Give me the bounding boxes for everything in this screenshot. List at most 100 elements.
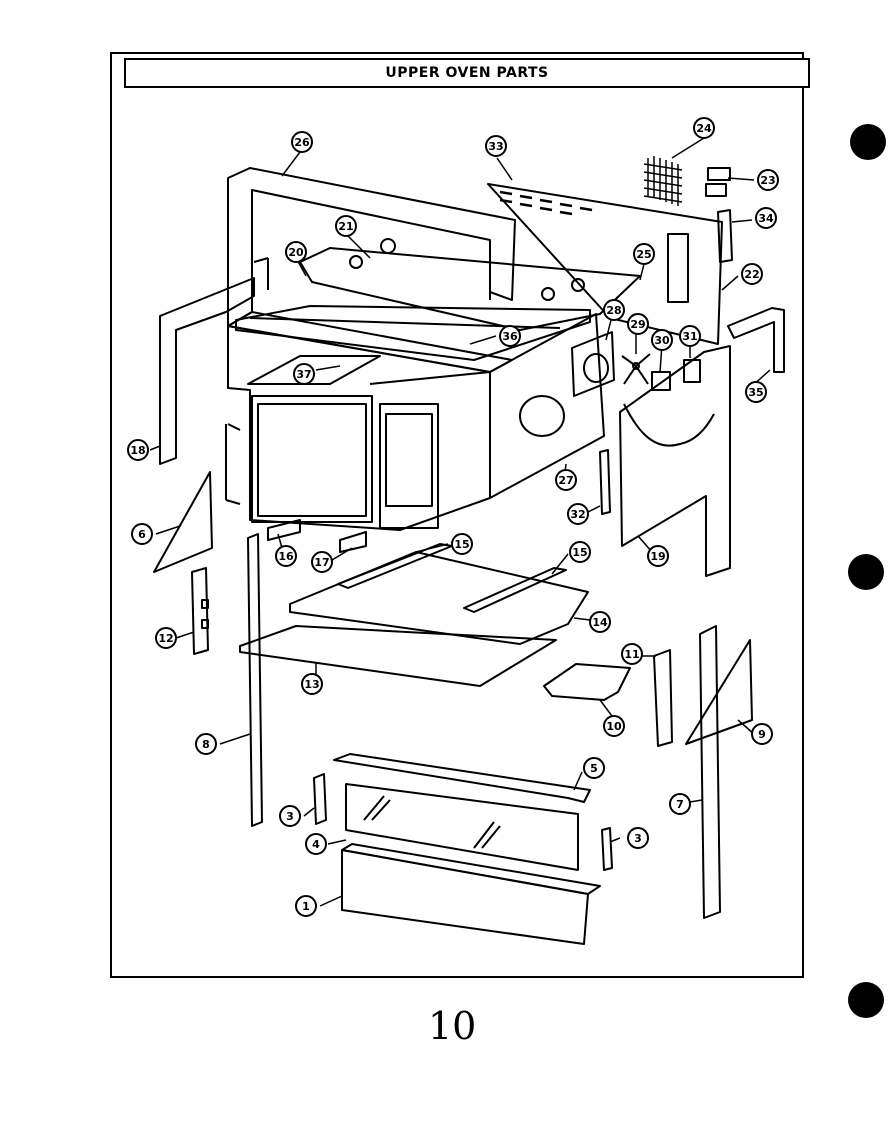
callout-label: 23 [760,174,775,187]
callout-4: 4 [305,833,327,855]
part-35-channel [727,307,785,373]
part-9-triangle [685,639,753,745]
callout-circle [627,313,649,335]
callout-8: 8 [195,733,217,755]
callout-12: 12 [155,627,177,649]
callout-circle [741,263,763,285]
callout-label: 24 [696,122,712,135]
callout-circle [131,523,153,545]
callout-1: 1 [295,895,317,917]
callout-15: 15 [451,533,473,555]
callout-32: 32 [567,503,589,525]
callout-circle [311,551,333,573]
callout-35: 35 [745,381,767,403]
callout-24: 24 [693,117,715,139]
callout-label: 30 [654,334,670,347]
part-34-strip [717,209,733,263]
callout-26: 26 [291,131,313,153]
callout-label: 13 [304,678,319,691]
title-bar: UPPER OVEN PARTS [124,58,810,88]
callout-circle [633,243,655,265]
diagram-frame [110,52,804,978]
callout-circle [647,545,669,567]
callout-27: 27 [555,469,577,491]
callout-20: 20 [285,241,307,263]
part-19-right-panel [619,345,731,577]
callout-31: 31 [679,325,701,347]
callout-15: 15 [569,541,591,563]
part-28-bracket [571,331,615,397]
callout-label: 5 [590,762,598,775]
part-24-mesh [643,156,683,206]
callout-circle [499,325,521,347]
callout-circle [291,131,313,153]
part-23-bracket [705,167,731,197]
callout-17: 17 [311,551,333,573]
callout-6: 6 [131,523,153,545]
part-1-bottom-trim [341,843,601,945]
part-4-glass [345,783,579,871]
callout-label: 1 [302,900,310,913]
callout-18: 18 [127,439,149,461]
callout-circle [603,299,625,321]
page-number: 10 [428,1004,477,1048]
callout-label: 15 [454,538,469,551]
callout-circle [603,715,625,737]
part-8-side-strip [247,533,263,827]
callout-circle [757,169,779,191]
callout-13: 13 [301,673,323,695]
callout-label: 22 [744,268,759,281]
callout-36: 36 [499,325,521,347]
callout-label: 21 [338,220,353,233]
binder-hole-middle [848,554,884,590]
callout-label: 29 [630,318,645,331]
callout-label: 36 [502,330,518,343]
callout-circle [627,827,649,849]
part-3-strip-right [601,827,613,871]
callout-label: 26 [294,136,310,149]
part-36-trim [235,305,591,361]
callout-28: 28 [603,299,625,321]
callout-label: 6 [138,528,146,541]
callout-label: 32 [570,508,585,521]
callout-circle [127,439,149,461]
callout-21: 21 [335,215,357,237]
callout-label: 16 [278,550,294,563]
callout-label: 35 [748,386,763,399]
callout-14: 14 [589,611,611,633]
callout-label: 10 [606,720,622,733]
callout-circle [195,733,217,755]
part-29-fan [621,353,651,385]
callout-19: 19 [647,545,669,567]
callout-label: 28 [606,304,621,317]
callout-34: 34 [755,207,777,229]
part-3-strip-left [313,773,327,825]
callout-label: 7 [676,798,684,811]
callout-circle [295,895,317,917]
callout-label: 33 [488,140,503,153]
callout-10: 10 [603,715,625,737]
binder-hole-bottom [848,982,884,1018]
callout-circle [279,805,301,827]
callout-circle [275,545,297,567]
callout-circle [679,325,701,347]
callout-7: 7 [669,793,691,815]
callout-circle [745,381,767,403]
callout-label: 25 [636,248,651,261]
callout-circle [569,541,591,563]
callout-circle [669,793,691,815]
callout-circle [305,833,327,855]
callout-label: 3 [286,810,294,823]
callout-37: 37 [293,363,315,385]
part-10-channel [543,663,631,701]
callout-circle [589,611,611,633]
part-5-top-bar [333,753,591,803]
part-11-strip [653,649,673,747]
callout-circle [755,207,777,229]
callout-label: 20 [288,246,304,259]
part-12-strip [191,567,209,655]
callout-label: 15 [572,546,587,559]
